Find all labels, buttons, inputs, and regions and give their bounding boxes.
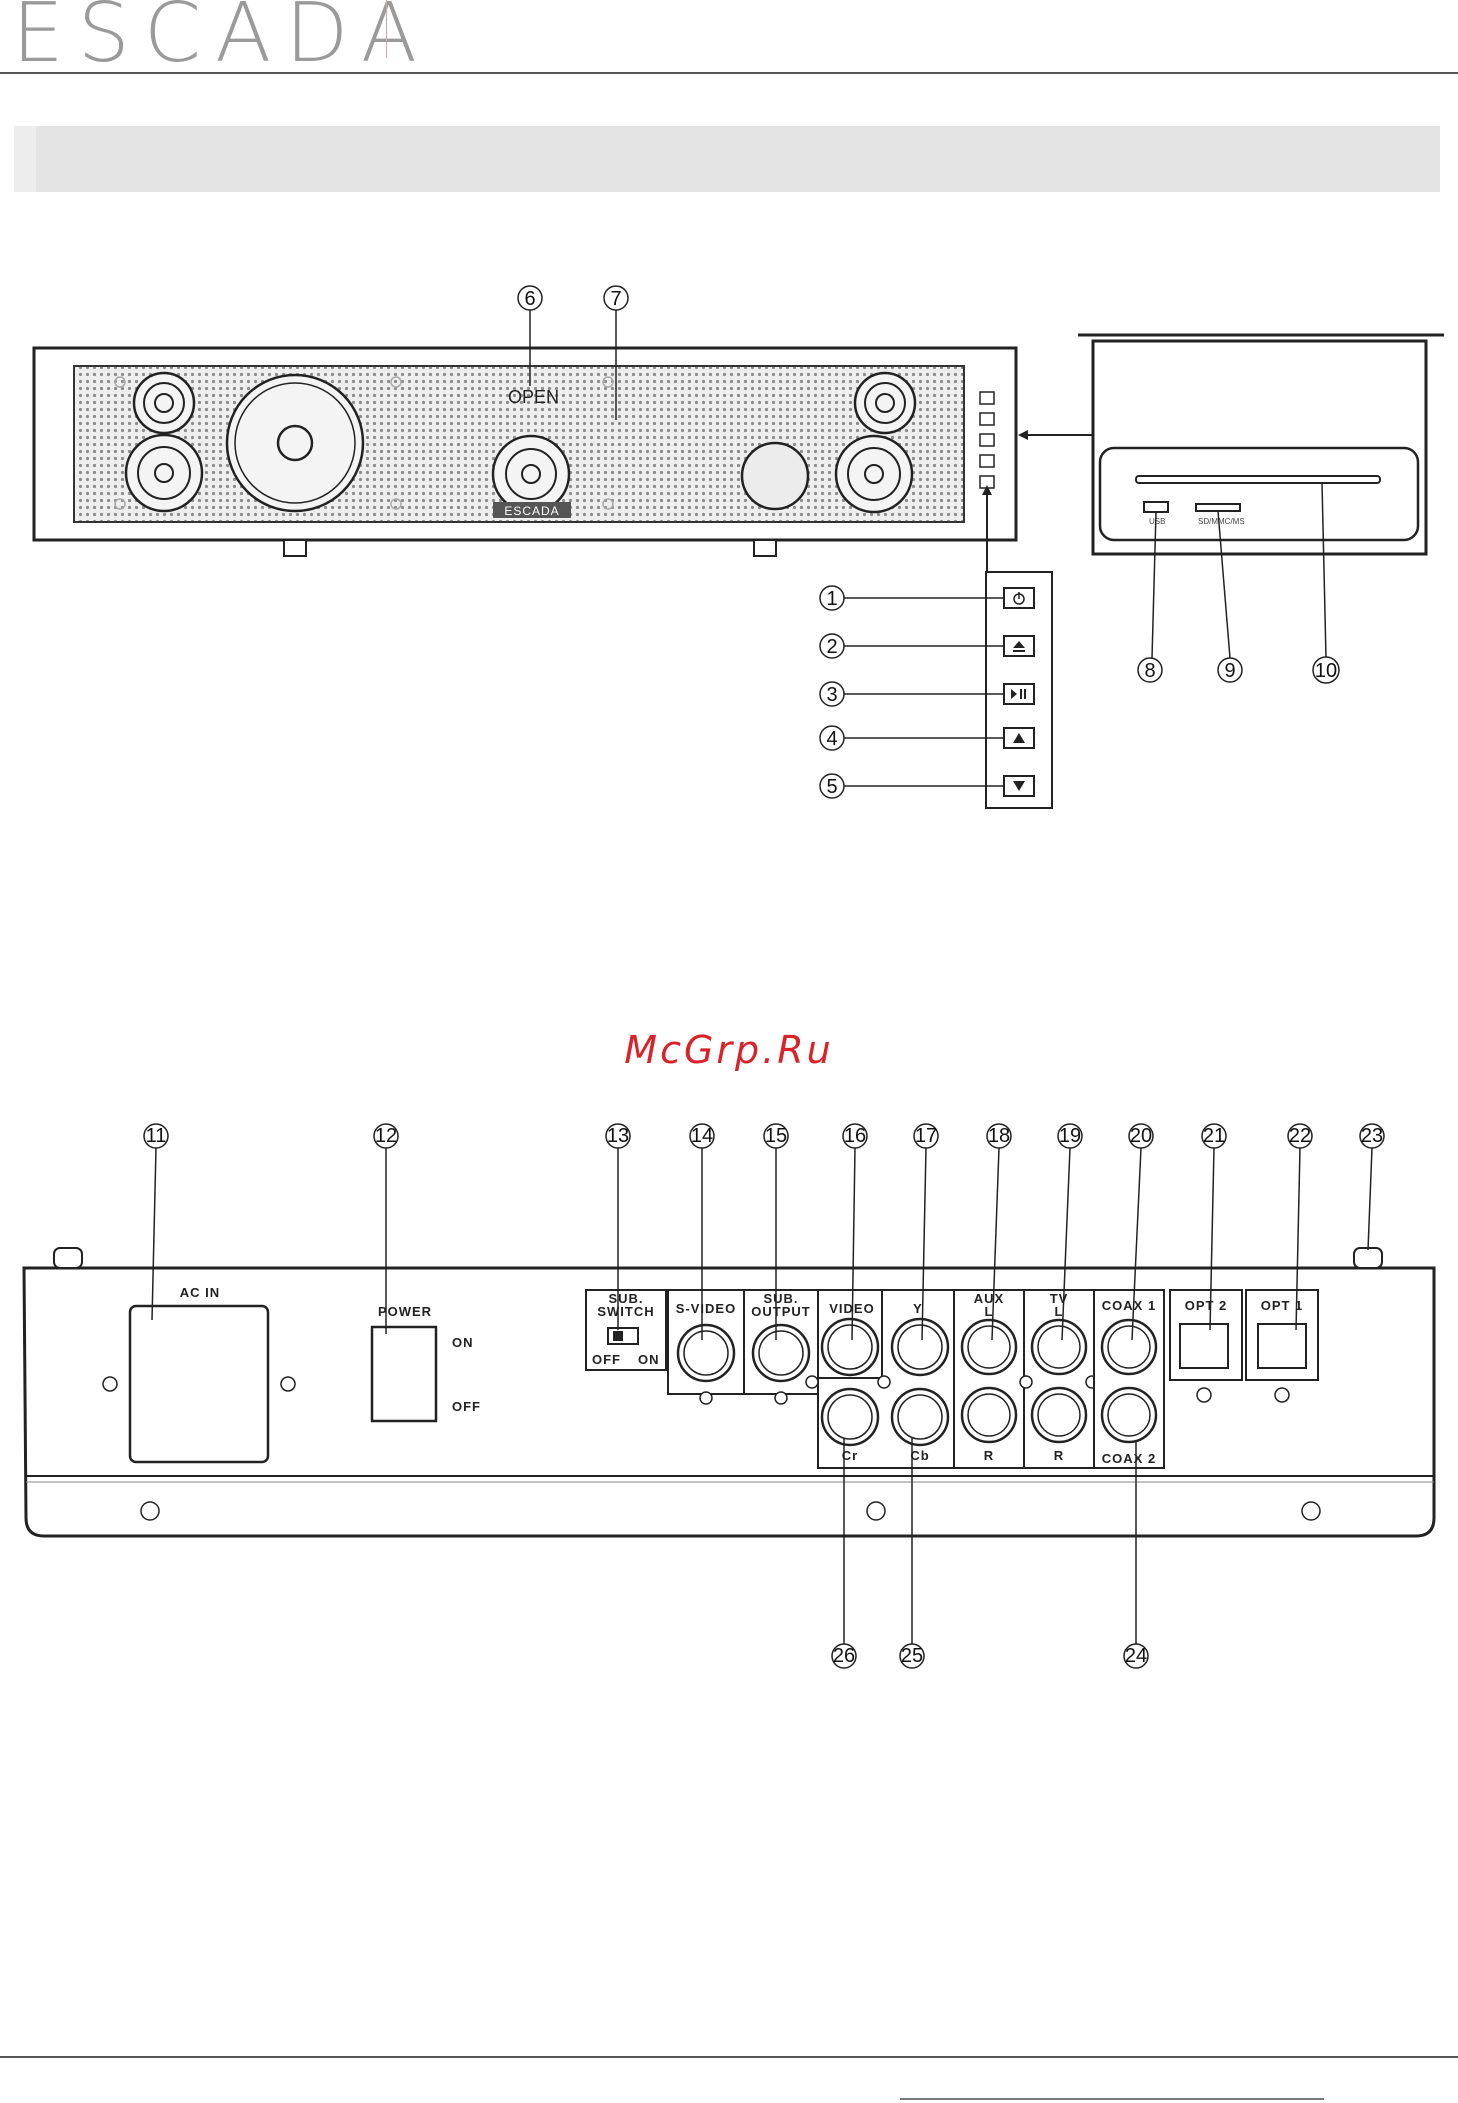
port-tube — [742, 443, 808, 509]
rear-foot-left — [54, 1248, 82, 1268]
svg-text:ON: ON — [638, 1352, 660, 1367]
s-video-jack — [678, 1325, 734, 1381]
card-slot — [1196, 504, 1240, 511]
svg-text:AC IN: AC IN — [180, 1285, 220, 1300]
svg-text:ON: ON — [452, 1335, 474, 1350]
svg-text:9: 9 — [1224, 660, 1235, 682]
tweeter-right-top — [855, 373, 915, 433]
svg-text:14: 14 — [691, 1125, 713, 1147]
svg-text:23: 23 — [1361, 1125, 1383, 1147]
front-panel: OPEN ESCADA 6 7 — [34, 286, 1016, 808]
cr-jack — [822, 1389, 878, 1445]
svg-text:S-VIDEO: S-VIDEO — [676, 1301, 736, 1316]
svg-text:COAX 1: COAX 1 — [1102, 1298, 1156, 1313]
callout-5: 5 — [820, 774, 1004, 798]
coax-1-jack — [1102, 1320, 1156, 1374]
svg-text:10: 10 — [1315, 660, 1337, 682]
svg-text:1: 1 — [826, 588, 837, 610]
disc-slot-bezel — [1100, 448, 1418, 540]
rear-foot-right — [1354, 1248, 1382, 1268]
speaker-left-bottom — [126, 435, 202, 511]
svg-text:Y: Y — [913, 1301, 923, 1316]
video-jack — [822, 1319, 878, 1375]
svg-text:24: 24 — [1125, 1645, 1147, 1667]
coax-2-jack — [1102, 1388, 1156, 1442]
rear-panel: AC IN POWER ON OFF SUB. SWITCH OFF ON S-… — [24, 1124, 1434, 1668]
tweeter-left-top — [134, 373, 194, 433]
svg-text:2: 2 — [826, 636, 837, 658]
aux-r-jack — [962, 1388, 1016, 1442]
svg-text:Cb: Cb — [910, 1448, 929, 1463]
svg-text:16: 16 — [844, 1125, 866, 1147]
svg-text:SWITCH: SWITCH — [597, 1304, 654, 1319]
footer-stub — [900, 2098, 1324, 2100]
front-foot-left — [284, 540, 306, 556]
tv-l-jack — [1032, 1320, 1086, 1374]
svg-text:6: 6 — [524, 288, 535, 310]
svg-text:3: 3 — [826, 684, 837, 706]
svg-text:22: 22 — [1289, 1125, 1311, 1147]
svg-text:R: R — [1054, 1448, 1064, 1463]
footer-rule — [0, 2056, 1458, 2058]
svg-text:12: 12 — [375, 1125, 397, 1147]
callout-2: 2 — [820, 634, 1004, 658]
callout-3: 3 — [820, 682, 1004, 706]
usb-port — [1144, 502, 1168, 512]
svg-text:13: 13 — [607, 1125, 629, 1147]
svg-text:COAX 2: COAX 2 — [1102, 1451, 1156, 1466]
svg-text:5: 5 — [826, 776, 837, 798]
svg-text:OPT 2: OPT 2 — [1185, 1298, 1228, 1313]
svg-text:8: 8 — [1144, 660, 1155, 682]
svg-text:17: 17 — [915, 1125, 937, 1147]
svg-text:7: 7 — [610, 288, 621, 310]
callout-4: 4 — [820, 726, 1004, 750]
front-foot-right — [754, 540, 776, 556]
svg-text:21: 21 — [1203, 1125, 1225, 1147]
sub-output-jack — [753, 1325, 809, 1381]
svg-text:26: 26 — [833, 1645, 855, 1667]
svg-text:OUTPUT: OUTPUT — [751, 1304, 810, 1319]
speaker-right-bottom — [836, 436, 912, 512]
ac-in-socket — [130, 1306, 268, 1462]
opt1-port — [1258, 1324, 1306, 1368]
button-detail: 1 2 3 4 — [820, 572, 1052, 808]
svg-text:11: 11 — [146, 1125, 167, 1147]
display-text: OPEN — [508, 387, 559, 407]
svg-text:USB: USB — [1149, 517, 1165, 526]
power-switch — [372, 1327, 436, 1421]
play-pause-button — [1004, 684, 1034, 704]
tv-r-jack — [1032, 1388, 1086, 1442]
svg-text:25: 25 — [901, 1645, 923, 1667]
svg-text:OFF: OFF — [592, 1352, 621, 1367]
pause-icon — [1020, 689, 1022, 699]
svg-text:15: 15 — [765, 1125, 787, 1147]
cb-jack — [892, 1389, 948, 1445]
y-jack — [892, 1319, 948, 1375]
callout-1: 1 — [820, 586, 1004, 610]
svg-text:18: 18 — [988, 1125, 1010, 1147]
svg-text:20: 20 — [1130, 1125, 1152, 1147]
svg-text:OFF: OFF — [452, 1399, 481, 1414]
brand-plate-text: ESCADA — [504, 504, 559, 518]
svg-text:19: 19 — [1059, 1125, 1081, 1147]
aux-l-jack — [962, 1320, 1016, 1374]
svg-text:4: 4 — [826, 728, 837, 750]
speaker-center — [493, 436, 569, 512]
disc-slot — [1136, 476, 1380, 483]
svg-text:SD/MMC/MS: SD/MMC/MS — [1198, 517, 1245, 526]
side-panel: USB SD/MMC/MS 8 9 10 — [1018, 335, 1444, 683]
woofer-left — [227, 375, 363, 511]
opt2-port — [1180, 1324, 1228, 1368]
svg-text:R: R — [984, 1448, 994, 1463]
svg-text:L: L — [1055, 1304, 1064, 1319]
